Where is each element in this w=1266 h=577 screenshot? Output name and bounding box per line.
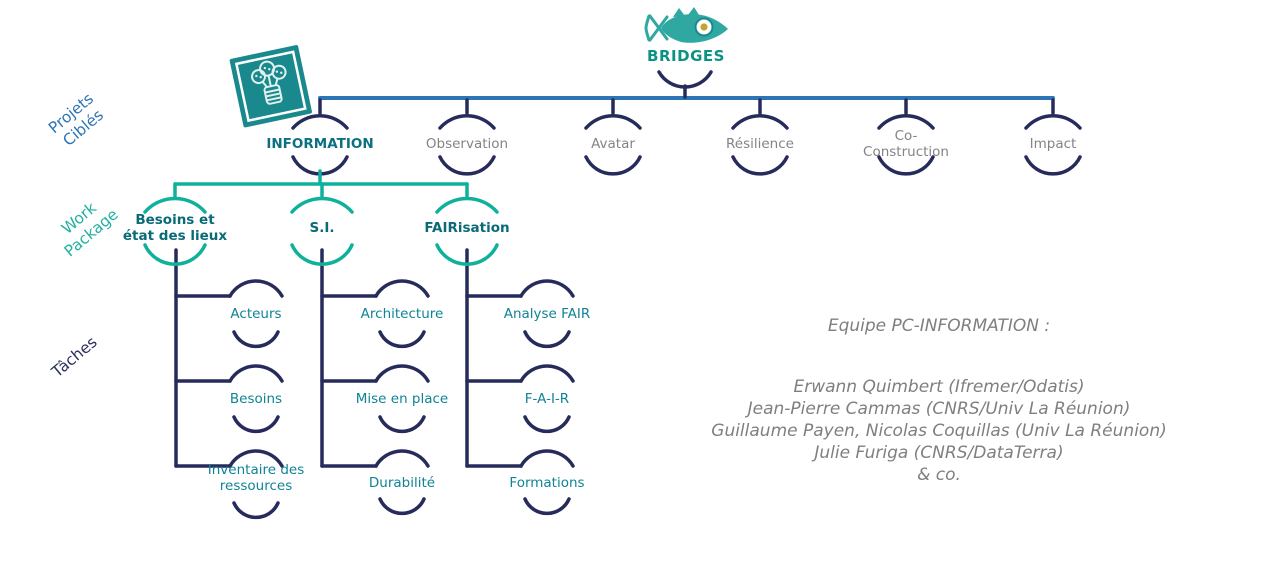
task-node-f-a-i-r: F-A-I-R (524, 390, 570, 407)
idea-stamp-icon (229, 45, 312, 128)
task-node-formations: Formations (509, 474, 585, 491)
task-node-acteurs: Acteurs (230, 305, 282, 322)
team-block: Equipe PC-INFORMATION : Erwann Quimbert … (677, 316, 1201, 486)
fish-icon (644, 7, 728, 43)
task-node-inventaire-des-ressources: Inventaire des ressources (207, 461, 305, 494)
bridges-title: BRIDGES (647, 47, 725, 65)
project-node-information: INFORMATION (266, 136, 374, 153)
task-node-besoins: Besoins (229, 390, 283, 407)
navy-arcs (174, 70, 1082, 520)
project-node-resilience: Résilience (726, 136, 794, 153)
wp-node-si: S.I. (309, 219, 335, 236)
teal-arcs (143, 169, 499, 266)
wp-node-fairisation: FAIRisation (424, 219, 510, 236)
project-node-avatar: Avatar (591, 136, 635, 153)
task-node-analyse-fair: Analyse FAIR (503, 305, 591, 322)
project-node-impact: Impact (1029, 136, 1077, 153)
team-heading: Equipe PC-INFORMATION : (827, 316, 1051, 336)
team-member: & co. (917, 465, 961, 485)
wp-node-besoins-etat-des-lieux: Besoins et état des lieux (122, 211, 228, 244)
project-node-observation: Observation (425, 136, 509, 153)
team-member: Guillaume Payen, Nicolas Coquillas (Univ… (711, 421, 1167, 441)
task-node-architecture: Architecture (360, 305, 444, 322)
project-node-co-construction: Co- Construction (863, 128, 949, 160)
task-node-durabilite: Durabilité (368, 474, 436, 491)
team-member: Erwann Quimbert (Ifremer/Odatis) (793, 377, 1085, 397)
team-member: Jean-Pierre Cammas (CNRS/Univ La Réunion… (747, 399, 1131, 419)
team-member: Julie Furiga (CNRS/DataTerra) (814, 443, 1064, 463)
task-node-mise-en-place: Mise en place (355, 390, 449, 407)
